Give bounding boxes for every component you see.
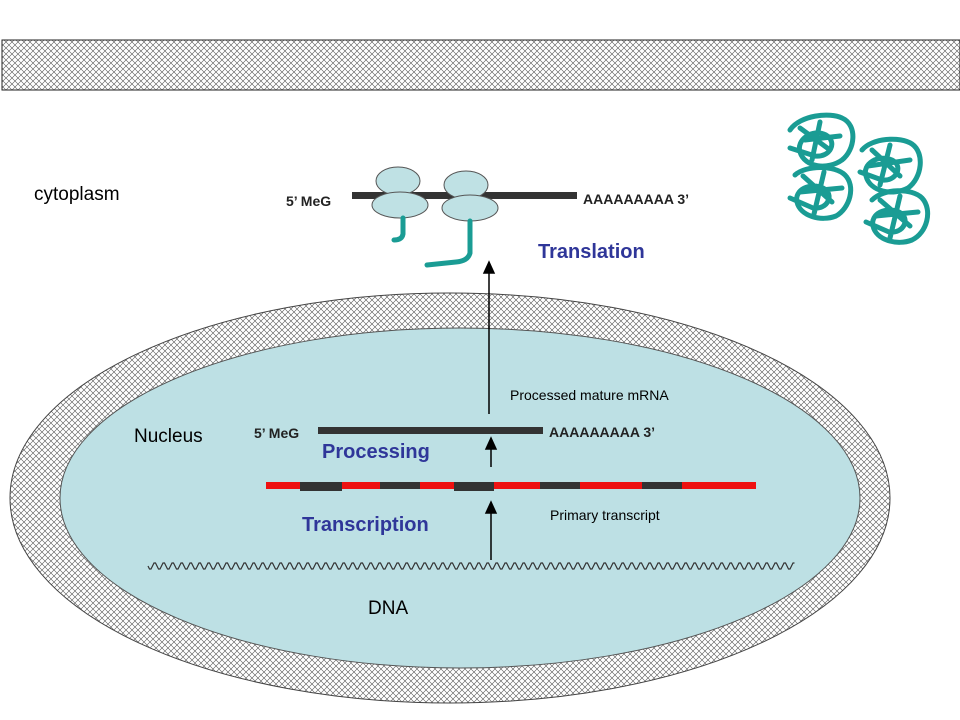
nascent-peptide (424, 218, 473, 268)
intron-segment (454, 482, 494, 491)
nuclear-mrna-line (318, 427, 543, 434)
translation-label: Translation (538, 241, 645, 263)
nuclear-mrna-polya-tail: AAAAAAAAA 3’ (549, 424, 655, 440)
protein-cluster (857, 136, 923, 195)
nucleus-label: Nucleus (134, 426, 203, 447)
processed-mrna-label: Processed mature mRNA (510, 387, 669, 403)
nucleus-interior (59, 327, 861, 669)
intron-segment (540, 482, 580, 489)
protein-cluster (863, 188, 931, 245)
cytoplasm-label: cytoplasm (34, 184, 120, 205)
ribosome-large-subunit (441, 194, 499, 222)
transcription-label: Transcription (302, 514, 429, 536)
ribosome-large-subunit (371, 191, 429, 219)
dna-strand (147, 562, 795, 570)
dna-label: DNA (368, 598, 408, 619)
primary-transcript (266, 482, 756, 491)
cell-membrane (1, 39, 960, 91)
processing-label: Processing (322, 441, 430, 463)
ribosome (441, 170, 499, 222)
ribosome (371, 166, 429, 219)
protein-cluster (787, 112, 856, 169)
folded-proteins (787, 112, 931, 245)
intron-segment (642, 482, 682, 489)
transcript-exon-backbone (266, 482, 756, 489)
intron-segment (380, 482, 420, 489)
cytoplasmic-mrna-polya-tail: AAAAAAAAA 3’ (583, 191, 689, 207)
protein-cluster (787, 165, 854, 221)
primary-transcript-label: Primary transcript (550, 507, 660, 523)
transcription-arrow (484, 500, 498, 560)
ribosome-small-subunit (375, 166, 421, 196)
nascent-peptide (391, 215, 406, 243)
processing-arrow (484, 436, 498, 467)
translation-arrow (482, 260, 496, 414)
nuclear-mrna-5prime-cap: 5’ MeG (254, 425, 299, 441)
intron-segment (300, 482, 342, 491)
cytoplasmic-mrna-5prime-cap: 5’ MeG (286, 193, 331, 209)
